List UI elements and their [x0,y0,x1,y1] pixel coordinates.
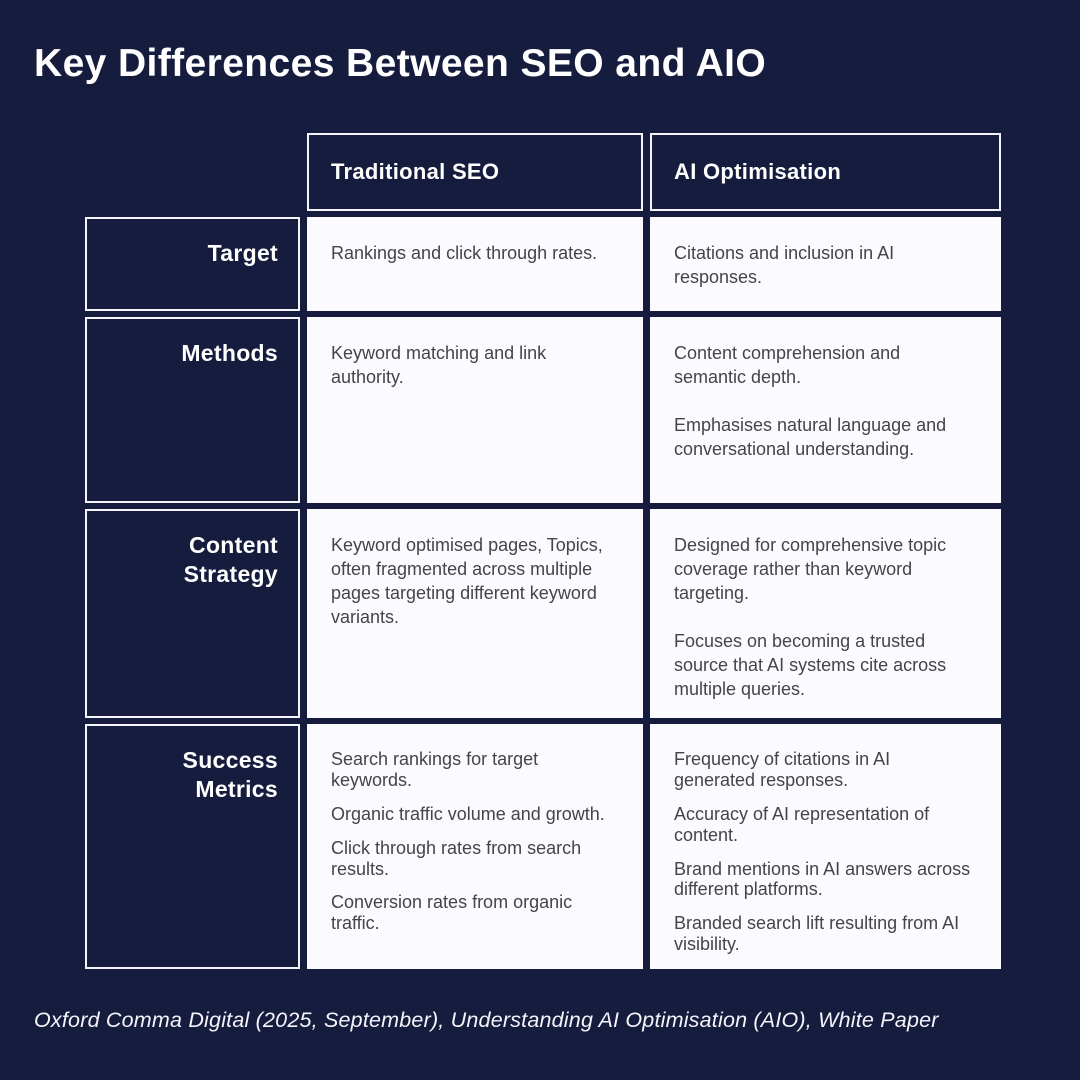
cell-paragraph: Accuracy of AI representation of content… [674,803,930,845]
page-title: Key Differences Between SEO and AIO [34,42,767,85]
cell-paragraph: Content comprehension and semantic depth… [674,343,901,387]
cell-paragraph: Search rankings for target keywords. [331,749,539,790]
cell-methods-seo: Keyword matching and link authority. [307,317,643,503]
cell-paragraph: Emphasises natural language and conversa… [674,414,947,459]
row-label-target: Target [85,217,300,311]
cell-paragraph: Branded search lift resulting from AI vi… [674,913,960,955]
cell-methods-aio: Content comprehension and semantic depth… [650,317,1001,503]
cell-paragraph: Citations and inclusion in AI responses. [674,243,895,287]
header-empty-corner [85,133,300,211]
column-header-traditional-seo: Traditional SEO [307,133,643,211]
cell-paragraph: Focuses on becoming a trusted source tha… [674,630,947,699]
cell-paragraph: Conversion rates from organic traffic. [331,892,573,934]
cell-success-metrics-aio: Frequency of citations in AI generated r… [650,724,1001,969]
cell-paragraph: Keyword optimised pages, Topics, often f… [331,535,603,627]
row-label-methods: Methods [85,317,300,503]
cell-content-strategy-aio: Designed for comprehensive topic coverag… [650,509,1001,718]
cell-paragraph: Organic traffic volume and growth. [331,803,605,824]
cell-paragraph: Keyword matching and link authority. [331,343,547,387]
row-label-content-strategy: Content Strategy [85,509,300,718]
cell-success-metrics-seo: Search rankings for target keywords. Orga… [307,724,643,969]
cell-paragraph: Rankings and click through rates. [331,243,598,263]
source-citation: Oxford Comma Digital (2025, September), … [34,1008,939,1032]
cell-paragraph: Brand mentions in AI answers across diff… [674,858,971,900]
column-header-ai-optimisation: AI Optimisation [650,133,1001,211]
cell-target-seo: Rankings and click through rates. [307,217,643,311]
cell-paragraph: Click through rates from search results. [331,837,582,879]
cell-paragraph: Frequency of citations in AI generated r… [674,749,891,790]
row-label-success-metrics: Success Metrics [85,724,300,969]
cell-content-strategy-seo: Keyword optimised pages, Topics, often f… [307,509,643,718]
cell-target-aio: Citations and inclusion in AI responses. [650,217,1001,311]
cell-paragraph: Designed for comprehensive topic coverag… [674,535,947,603]
comparison-table: Traditional SEO AI Optimisation Target Ra… [85,133,1001,969]
